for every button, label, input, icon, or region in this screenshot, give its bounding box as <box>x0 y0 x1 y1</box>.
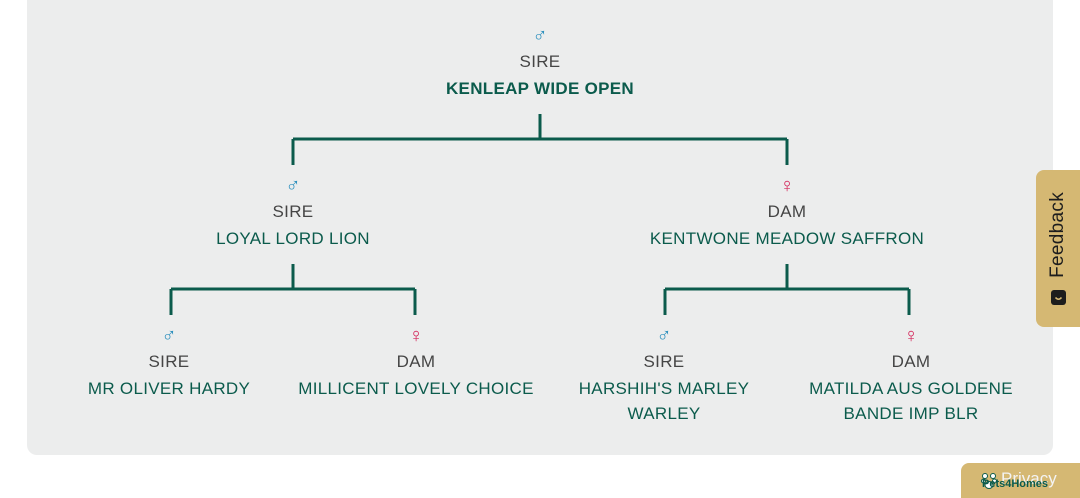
node-name[interactable]: KENTWONE MEADOW SAFFRON <box>649 229 925 248</box>
node-sire: ♂ SIRE LOYAL LORD LION <box>216 175 370 251</box>
female-icon: ♀ <box>903 325 919 347</box>
privacy-badge[interactable]: Privacy Pets4Homes <box>961 463 1080 498</box>
node-dam-dam: ♀ DAM MATILDA AUS GOLDENE BANDE IMP BLR <box>809 325 1013 426</box>
node-role: SIRE <box>519 52 561 71</box>
node-name[interactable]: LOYAL LORD LION <box>216 229 370 248</box>
female-icon: ♀ <box>408 325 424 347</box>
node-name[interactable]: MR OLIVER HARDY <box>87 379 251 398</box>
pedigree-panel <box>27 0 1053 455</box>
node-name-line: HARSHIH'S MARLEY <box>578 379 750 398</box>
male-icon: ♂ <box>285 175 301 197</box>
node-role: DAM <box>396 352 436 371</box>
node-name[interactable]: KENLEAP WIDE OPEN <box>445 79 635 98</box>
node-sire-sire: ♂ SIRE MR OLIVER HARDY <box>88 325 250 401</box>
male-icon: ♂ <box>532 25 548 47</box>
feedback-button[interactable]: Feedback <box>1036 170 1080 327</box>
node-name-line: BANDE IMP BLR <box>843 404 979 423</box>
node-role: SIRE <box>272 202 314 221</box>
node-role: SIRE <box>643 352 685 371</box>
node-role: DAM <box>891 352 931 371</box>
paw-icon <box>981 473 997 489</box>
node-role: SIRE <box>148 352 190 371</box>
node-dam: ♀ DAM KENTWONE MEADOW SAFFRON <box>650 175 924 251</box>
node-role: DAM <box>767 202 807 221</box>
node-name[interactable]: MILLICENT LOVELY CHOICE <box>298 379 534 398</box>
node-sire-dam: ♀ DAM MILLICENT LOVELY CHOICE <box>298 325 534 401</box>
logo-text: Pets4Homes <box>982 478 1049 490</box>
node-name[interactable]: HARSHIH'S MARLEY WARLEY <box>579 376 750 426</box>
privacy-label: Privacy <box>1001 469 1057 488</box>
male-icon: ♂ <box>161 325 177 347</box>
node-root: ♂ SIRE KENLEAP WIDE OPEN <box>446 25 634 101</box>
male-icon: ♂ <box>656 325 672 347</box>
node-name[interactable]: MATILDA AUS GOLDENE BANDE IMP BLR <box>809 376 1013 426</box>
node-dam-sire: ♂ SIRE HARSHIH'S MARLEY WARLEY <box>579 325 750 426</box>
smile-icon <box>1050 289 1066 305</box>
node-name-line: WARLEY <box>627 404 701 423</box>
node-name-line: MATILDA AUS GOLDENE <box>809 379 1013 398</box>
feedback-label: Feedback <box>1047 192 1068 278</box>
female-icon: ♀ <box>779 175 795 197</box>
